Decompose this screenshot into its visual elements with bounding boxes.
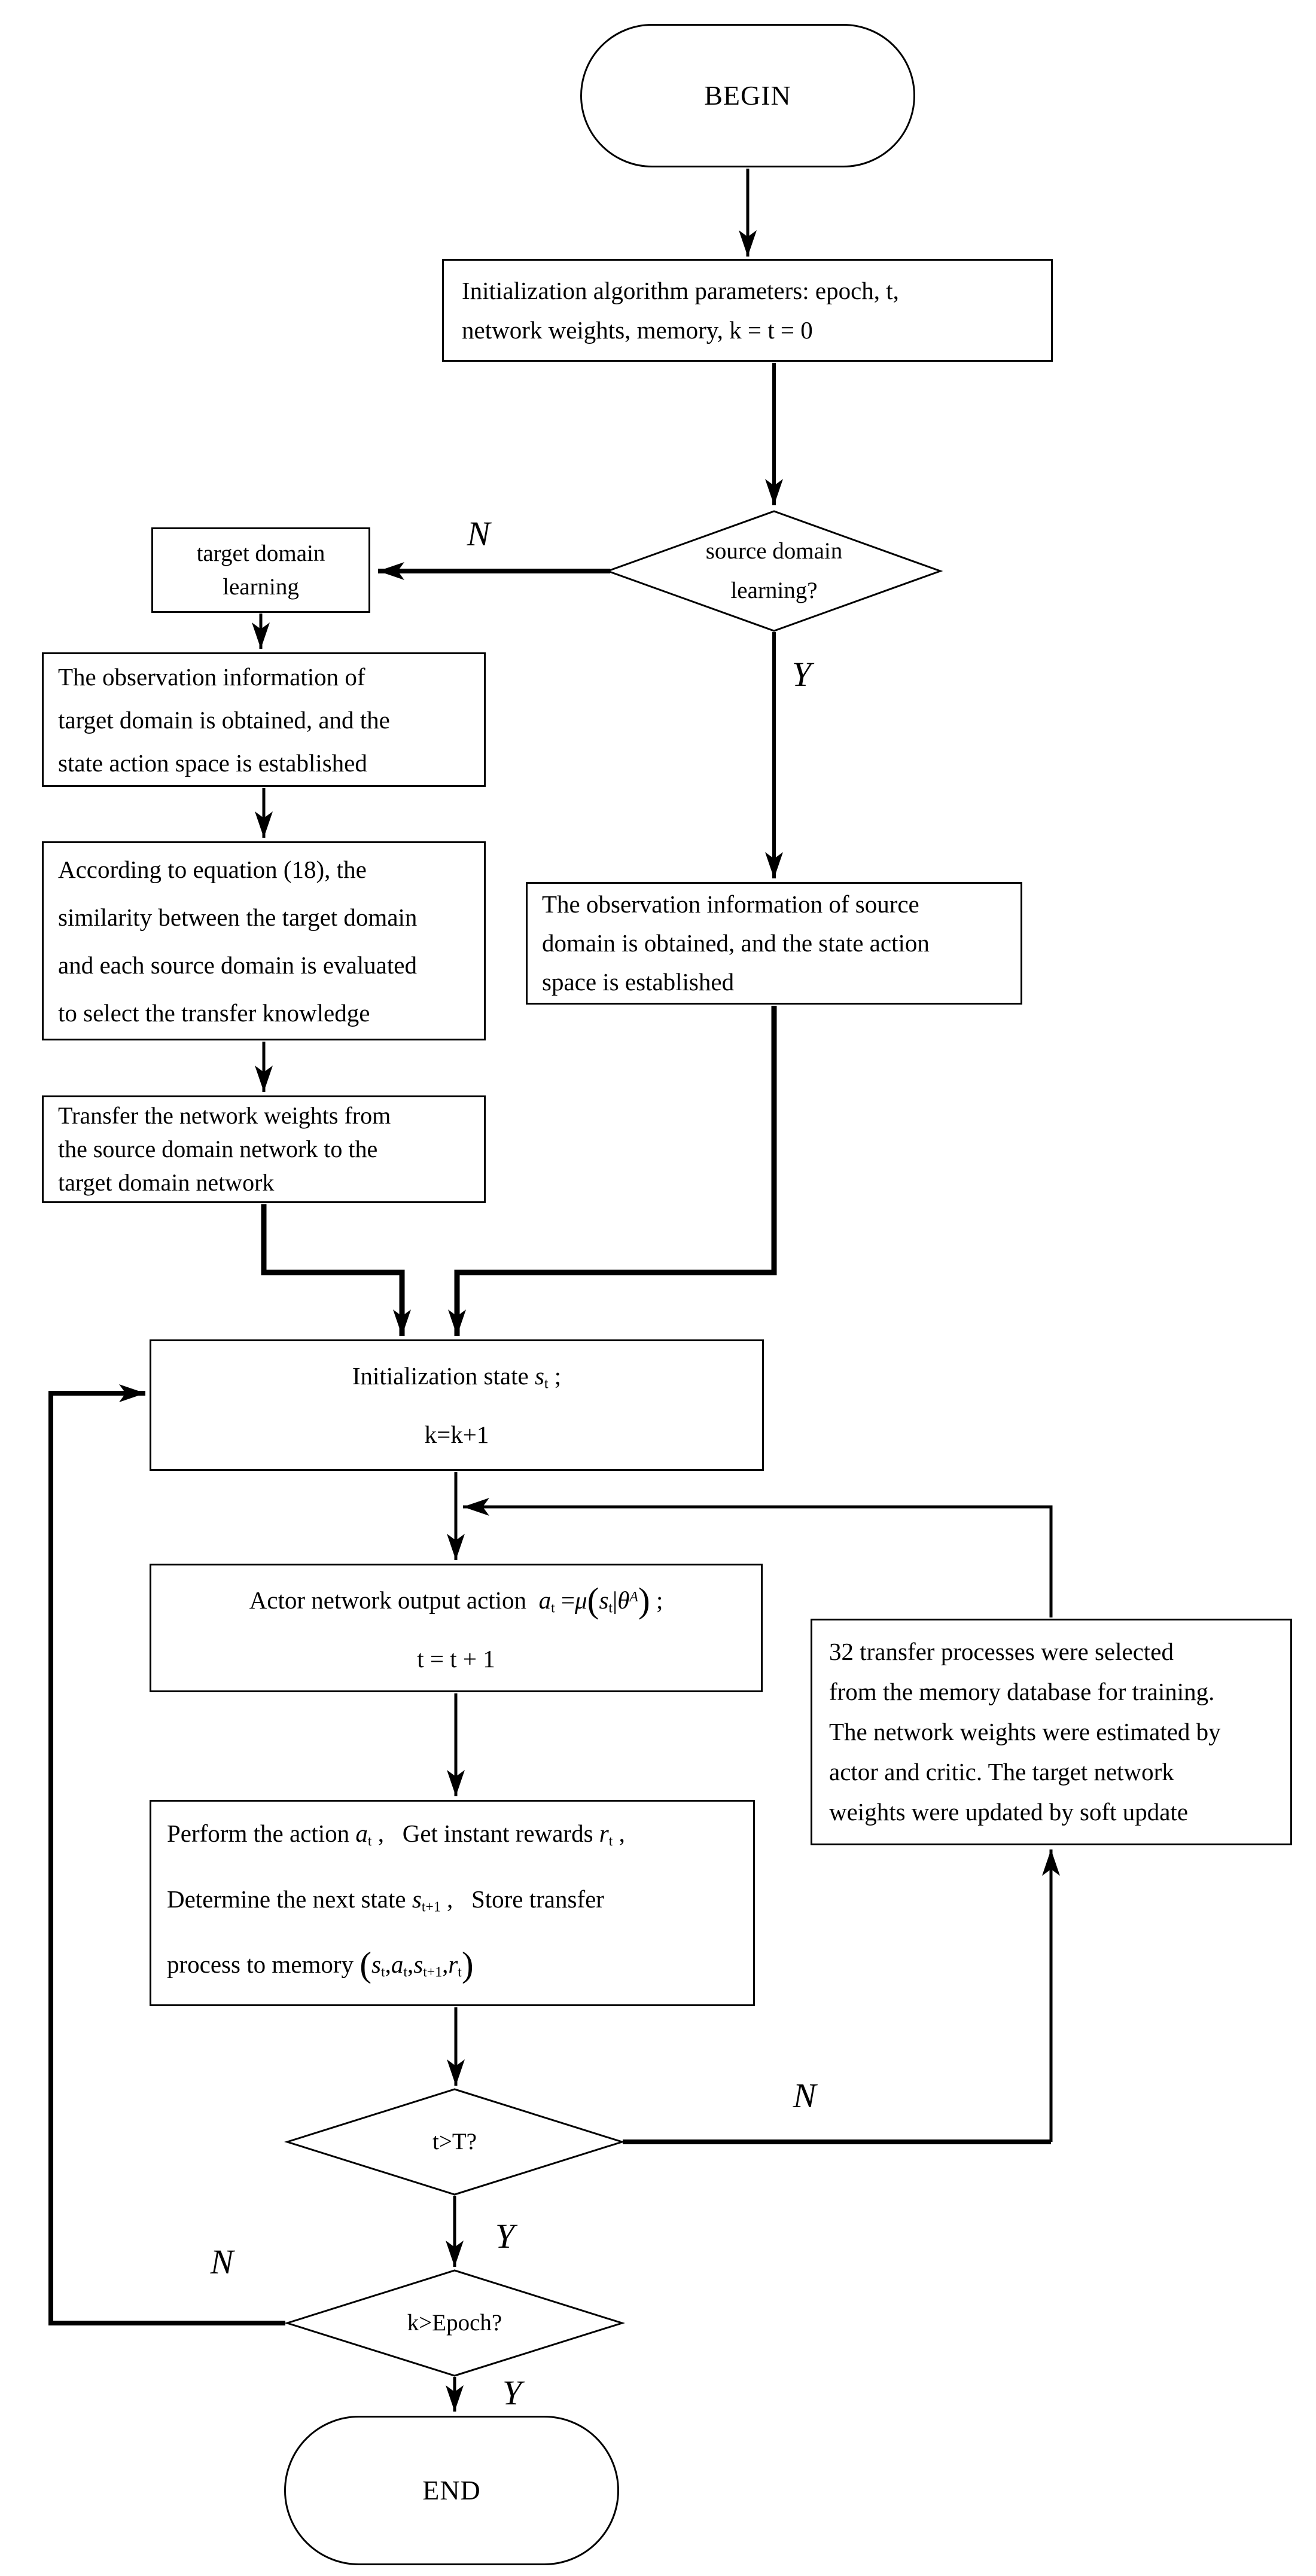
init-state-box: Initialization state st ; k=k+1 <box>150 1339 764 1471</box>
init-state-line1: Initialization state st ; <box>352 1362 562 1392</box>
begin-label: BEGIN <box>704 80 791 111</box>
perform-action-line3: process to memory (st,at,st+1,rt) <box>167 1945 474 1985</box>
arrow-batch32-return-to-loop <box>463 1498 1053 1617</box>
obs-target-box: The observation information of target do… <box>42 652 486 787</box>
actor-output-line2: t = t + 1 <box>417 1644 495 1672</box>
init-params-box: Initialization algorithm parameters: epo… <box>442 259 1053 362</box>
arrow-epoch-no-loop-to-init-state <box>48 1384 285 2325</box>
batch-training-text: 32 transfer processes were selected from… <box>829 1638 1221 1826</box>
similarity-box: According to equation (18), the similari… <box>42 841 486 1040</box>
label-t-no: N <box>793 2076 817 2115</box>
label-t-yes: Y <box>495 2217 515 2255</box>
perform-action-line2: Determine the next state st+1 , Store tr… <box>167 1885 604 1915</box>
perform-action-line1: Perform the action at , Get instant rewa… <box>167 1820 625 1849</box>
transfer-weights-text: Transfer the network weights from the so… <box>58 1102 391 1196</box>
actor-output-line1: Actor network output action at =μ(st|θA)… <box>249 1580 663 1620</box>
label-source-yes: Y <box>791 655 812 694</box>
label-source-no: N <box>467 514 491 553</box>
batch-training-box: 32 transfer processes were selected from… <box>811 1619 1292 1845</box>
end-terminal: END <box>284 2416 619 2565</box>
arrow-transfer-to-init-state <box>261 1204 411 1336</box>
source-domain-decision-shape <box>605 510 943 632</box>
init-state-line2: k=k+1 <box>424 1420 489 1448</box>
transfer-weights-box: Transfer the network weights from the so… <box>42 1095 486 1203</box>
init-params-text: Initialization algorithm parameters: epo… <box>462 277 899 344</box>
label-epoch-yes: Y <box>502 2373 522 2412</box>
arrow-obs-source-to-init-state <box>448 1006 777 1336</box>
target-domain-learning-box: target domain learning <box>151 527 370 613</box>
t-decision-shape <box>284 2088 626 2196</box>
end-label: END <box>422 2475 481 2505</box>
obs-source-box: The observation information of source do… <box>526 882 1022 1005</box>
perform-action-box: Perform the action at , Get instant rewa… <box>150 1800 755 2006</box>
target-domain-learning-text: target domain learning <box>196 540 325 600</box>
actor-output-box: Actor network output action at =μ(st|θA)… <box>150 1564 763 1692</box>
begin-terminal: BEGIN <box>580 24 915 167</box>
epoch-decision-label: k>Epoch? <box>407 2310 502 2336</box>
epoch-decision-shape <box>284 2269 626 2377</box>
obs-source-text: The observation information of source do… <box>542 890 930 996</box>
similarity-text: According to equation (18), the similari… <box>58 855 418 1027</box>
obs-target-text: The observation information of target do… <box>58 663 390 777</box>
t-decision-label: t>T? <box>432 2129 477 2154</box>
label-epoch-no: N <box>210 2242 234 2281</box>
source-domain-decision-label: source domain learning? <box>705 538 843 603</box>
